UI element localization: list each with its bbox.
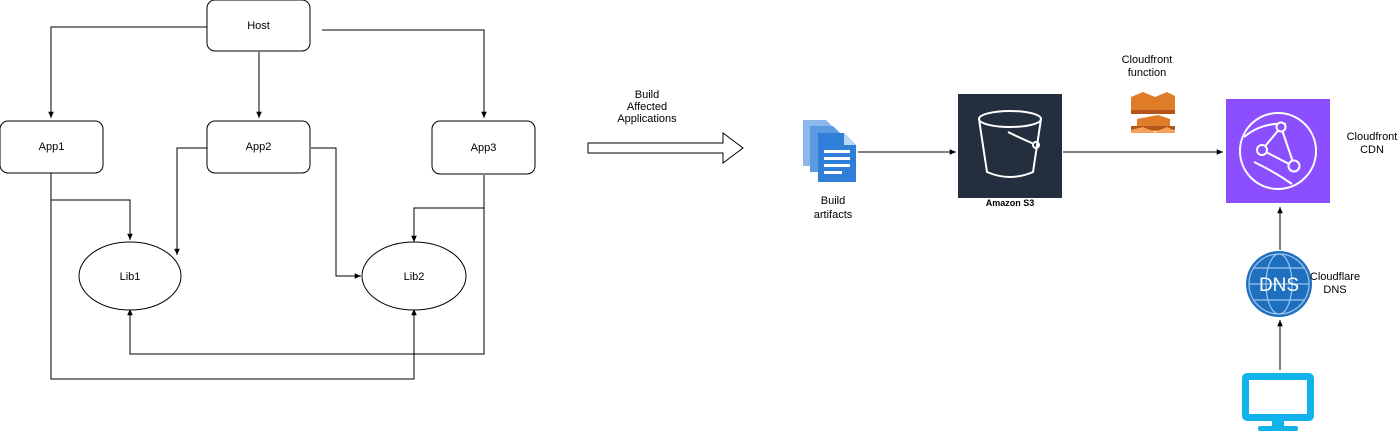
- edge-app2-lib1: [174, 147, 207, 255]
- node-lib2: Lib2: [361, 241, 467, 311]
- pipeline-edges: [858, 149, 1283, 370]
- node-app3: App3: [431, 120, 536, 175]
- dns-icon-text: DNS: [1259, 275, 1299, 296]
- cdn-label-line2: CDN: [1360, 144, 1384, 156]
- app2-label: App2: [246, 141, 272, 153]
- artifacts-label-line1: Build: [821, 195, 845, 207]
- artifacts-label-line2: artifacts: [814, 209, 853, 221]
- edge-host-app3: [322, 29, 487, 118]
- edge-app2-lib2: [311, 147, 361, 279]
- dependency-edges: [48, 26, 487, 380]
- app3-label: App3: [471, 142, 497, 154]
- host-label: Host: [247, 20, 270, 32]
- build-affected-transition: Build Affected Applications: [587, 89, 744, 164]
- lib2-label: Lib2: [404, 271, 425, 283]
- dns-label-line2: DNS: [1323, 284, 1346, 296]
- node-lib1: Lib1: [78, 241, 182, 311]
- edge-app1-lib2-bottom: [50, 200, 417, 380]
- edge-app3-lib1-bottom: [127, 208, 485, 355]
- edge-app1-lib1: [50, 172, 133, 240]
- transition-line1: Build: [635, 89, 659, 101]
- dns-label-line1: Cloudflare: [1310, 271, 1360, 283]
- lib1-label: Lib1: [120, 271, 141, 283]
- documents-icon: [803, 120, 856, 182]
- dns-globe-icon: DNS: [1246, 251, 1312, 317]
- cloudfront-globe-icon: [1226, 99, 1330, 203]
- edge-app3-lib2: [411, 175, 485, 242]
- function-label-line1: Cloudfront: [1122, 54, 1173, 66]
- cdn-label-line1: Cloudfront: [1347, 131, 1398, 143]
- function-label-line2: function: [1128, 67, 1167, 79]
- hollow-arrow-icon: [587, 132, 744, 164]
- node-app2: App2: [206, 120, 311, 174]
- node-app1: App1: [0, 120, 104, 174]
- s3-bucket-icon: [958, 94, 1062, 198]
- cloudfront-function-icon: [1131, 92, 1175, 133]
- transition-line3: Applications: [617, 113, 677, 125]
- transition-line2: Affected: [627, 101, 667, 113]
- edge-host-app1: [48, 26, 207, 118]
- node-host: Host: [206, 0, 311, 52]
- monitor-icon: [1242, 373, 1314, 431]
- s3-label: Amazon S3: [986, 198, 1035, 208]
- app1-label: App1: [39, 141, 65, 153]
